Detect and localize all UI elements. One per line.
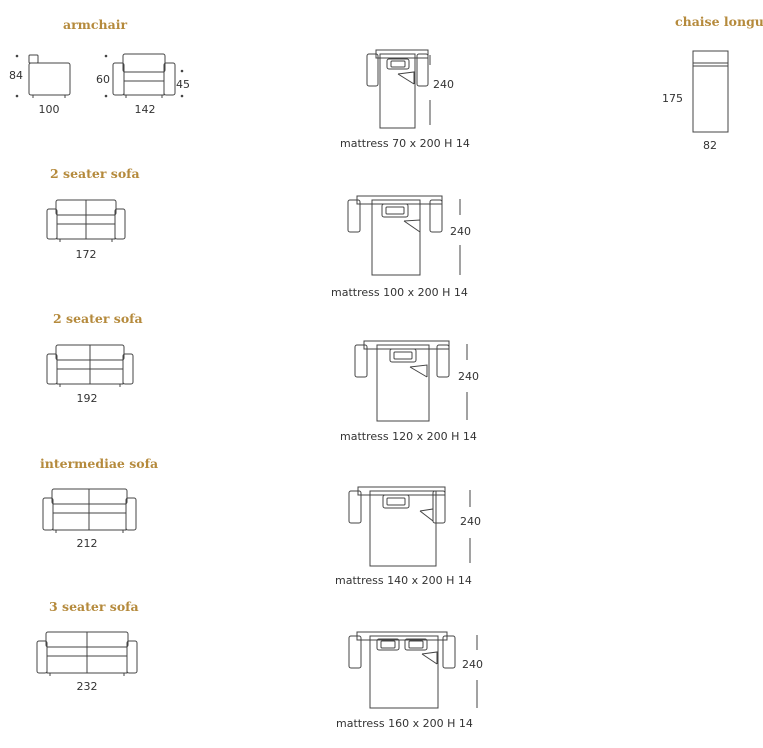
- sofa-title-2: 2 seater sofa: [53, 311, 143, 326]
- armchair-side-width-label: 100: [38, 103, 60, 116]
- armchair-front-width-label: 142: [134, 103, 156, 116]
- chaise-length-label: 175: [662, 92, 683, 105]
- sofa-bed-drawing-5: [349, 632, 477, 708]
- sofa-drawing-3: [43, 489, 136, 533]
- sofa-title-3: intermediae sofa: [40, 456, 159, 471]
- sofa-bed-drawing-3: [355, 341, 467, 421]
- bed-length-label-2: 240: [450, 225, 471, 238]
- bed-mattress-label-2: mattress 100 x 200 H 14: [331, 286, 468, 299]
- chaise-longue-title: chaise longue: [675, 14, 763, 29]
- sofa-drawing-2: [47, 345, 133, 387]
- sofa-width-label-4: 232: [76, 680, 98, 693]
- bed-length-label-4: 240: [460, 515, 481, 528]
- sofa-width-label-2: 192: [76, 392, 98, 405]
- armchair-height-label: 84: [9, 69, 23, 82]
- bed-length-label-3: 240: [458, 370, 479, 383]
- chaise-longue-drawing: [693, 51, 728, 132]
- bed-length-label-5: 240: [462, 658, 483, 671]
- bed-mattress-label-4: mattress 140 x 200 H 14: [335, 574, 472, 587]
- bed-mattress-label-3: mattress 120 x 200 H 14: [340, 430, 477, 443]
- sofa-title-4: 3 seater sofa: [49, 599, 139, 614]
- bed-mattress-label-1: mattress 70 x 200 H 14: [340, 137, 470, 150]
- sofa-bed-drawing-2: [348, 196, 460, 275]
- bed-length-label-1: 240: [433, 78, 454, 91]
- sofa-title-1: 2 seater sofa: [50, 166, 140, 181]
- sofa-bed-drawing-1: [367, 50, 430, 128]
- sofa-bed-drawing-4: [349, 487, 470, 566]
- armchair-back-height-label: 60: [96, 73, 110, 86]
- chaise-width-label: 82: [703, 139, 717, 152]
- armchair-seat-height-label: 45: [176, 78, 190, 91]
- armchair-side-view: [16, 55, 70, 98]
- sofa-width-label-3: 212: [76, 537, 98, 550]
- bed-mattress-label-5: mattress 160 x 200 H 14: [336, 717, 473, 730]
- sofa-drawing-4: [37, 632, 137, 676]
- sofa-drawing-1: [47, 200, 125, 242]
- sofa-width-label-1: 172: [75, 248, 97, 261]
- armchair-front-view: [105, 54, 183, 98]
- armchair-title: armchair: [63, 17, 128, 32]
